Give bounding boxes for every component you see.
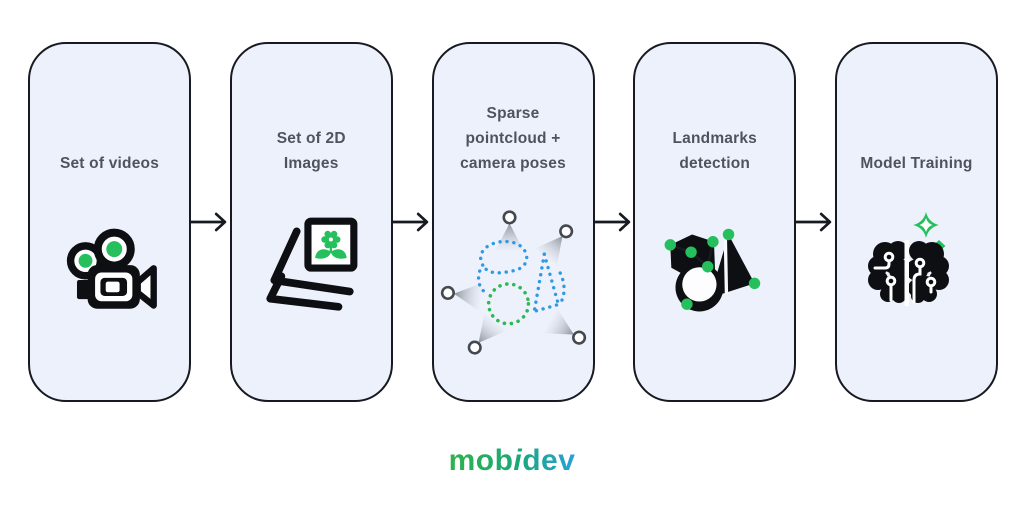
blue-pointcloud-dots <box>476 239 566 312</box>
card-set-of-2d-images: Set of 2D Images <box>229 42 393 402</box>
flower-icon <box>315 230 347 259</box>
card-title: Sparse pointcloud + camera poses <box>460 105 566 172</box>
camera-pose-bottom-left <box>467 312 506 355</box>
circuit-nodes <box>883 251 936 288</box>
logo-part-mob: mob <box>448 444 514 477</box>
arrow-right-icon <box>796 212 832 232</box>
video-camera-icon <box>66 228 157 309</box>
card-title: Set of videos <box>59 155 160 172</box>
card-model-training: Model Training <box>835 42 998 402</box>
card-sparse-pointcloud: Sparse pointcloud + camera poses <box>431 42 595 402</box>
landmarks-3d-shapes-icon <box>664 228 760 312</box>
card-landmarks-detection: Landmarks detection <box>633 42 797 402</box>
logo-part-dev: dev <box>522 444 576 477</box>
card-title: Model Training <box>860 155 973 172</box>
flow-arrow <box>594 42 634 402</box>
green-pointcloud-dots <box>486 281 530 326</box>
camera-pose-bottom-right <box>543 308 586 345</box>
photo-stack-icon <box>266 217 358 311</box>
flow-arrow <box>392 42 432 402</box>
camera-pose-left <box>440 282 482 311</box>
arrow-right-icon <box>191 212 227 232</box>
flow-arrow <box>191 42 230 402</box>
flow-arrow <box>796 42 835 402</box>
footer: mobidev <box>0 444 1024 478</box>
pointcloud-cameras-icon <box>440 209 586 355</box>
card-title: Landmarks detection <box>672 130 757 172</box>
card-title: Set of 2D Images <box>276 130 346 172</box>
arrow-right-icon <box>392 212 429 232</box>
logo-part-i: i <box>513 444 523 477</box>
card-set-of-videos: Set of videos <box>28 42 191 402</box>
arrow-right-icon <box>594 212 630 232</box>
camera-pose-top <box>495 209 523 250</box>
landmark-dots <box>664 228 760 310</box>
mobidev-logo: mobidev <box>449 444 576 478</box>
pipeline-diagram: Set of videos Set of 2D Image <box>28 42 998 402</box>
ai-brain-sparkle-icon <box>867 212 949 306</box>
camera-pose-top-right <box>534 223 573 266</box>
